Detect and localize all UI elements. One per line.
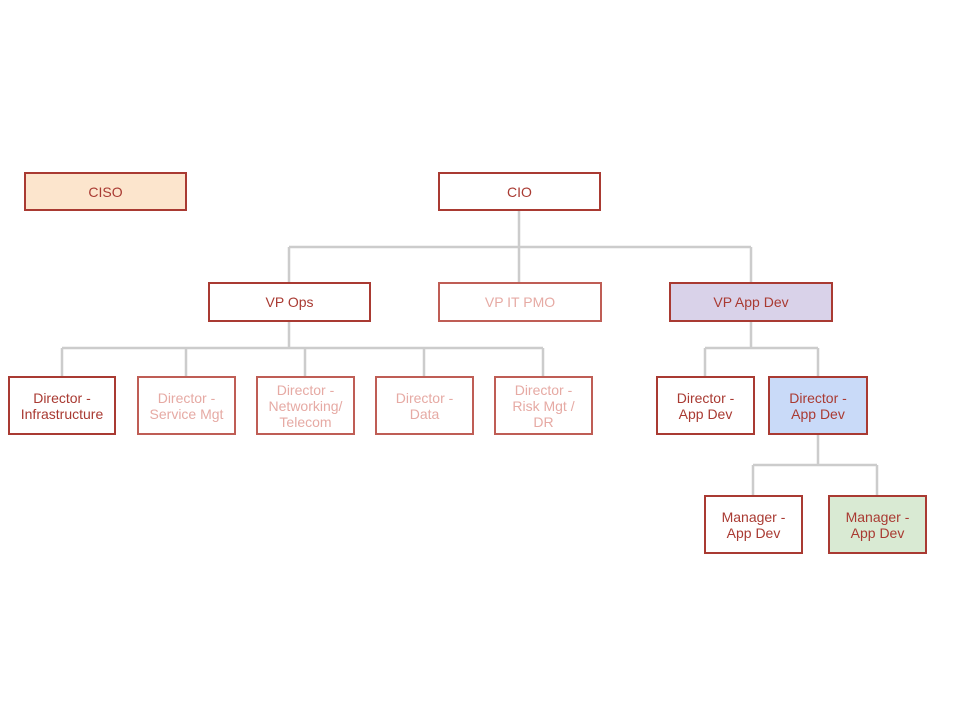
node-ciso: CISO bbox=[24, 172, 187, 211]
node-dir-infrastructure: Director - Infrastructure bbox=[8, 376, 116, 435]
node-cio: CIO bbox=[438, 172, 601, 211]
node-mgr-app-dev-2: Manager - App Dev bbox=[828, 495, 927, 554]
node-dir-app-dev-1-label: Director - App Dev bbox=[676, 389, 735, 422]
node-dir-app-dev-1: Director - App Dev bbox=[656, 376, 755, 435]
node-dir-service-mgt: Director - Service Mgt bbox=[137, 376, 236, 435]
node-vp-ops: VP Ops bbox=[208, 282, 371, 322]
node-dir-app-dev-2-label: Director - App Dev bbox=[789, 389, 847, 422]
node-vp-ops-label: VP Ops bbox=[265, 294, 314, 310]
node-vp-app-dev-label: VP App Dev bbox=[713, 294, 789, 310]
node-vp-it-pmo: VP IT PMO bbox=[438, 282, 602, 322]
node-dir-risk-label: Director - Risk Mgt / DR bbox=[512, 381, 575, 430]
node-dir-infrastructure-label: Director - Infrastructure bbox=[20, 389, 104, 422]
node-mgr-app-dev-2-label: Manager - App Dev bbox=[845, 508, 910, 541]
node-dir-networking-label: Director - Networking/ Telecom bbox=[268, 381, 343, 430]
node-dir-risk: Director - Risk Mgt / DR bbox=[494, 376, 593, 435]
node-dir-networking: Director - Networking/ Telecom bbox=[256, 376, 355, 435]
node-vp-app-dev: VP App Dev bbox=[669, 282, 833, 322]
node-cio-label: CIO bbox=[507, 183, 532, 200]
node-dir-data-label: Director - Data bbox=[395, 389, 454, 422]
node-mgr-app-dev-1: Manager - App Dev bbox=[704, 495, 803, 554]
node-mgr-app-dev-1-label: Manager - App Dev bbox=[721, 508, 786, 541]
node-dir-data: Director - Data bbox=[375, 376, 474, 435]
node-dir-app-dev-2: Director - App Dev bbox=[768, 376, 868, 435]
node-vp-it-pmo-label: VP IT PMO bbox=[484, 294, 556, 310]
node-ciso-label: CISO bbox=[88, 183, 123, 200]
node-dir-service-mgt-label: Director - Service Mgt bbox=[149, 389, 224, 422]
